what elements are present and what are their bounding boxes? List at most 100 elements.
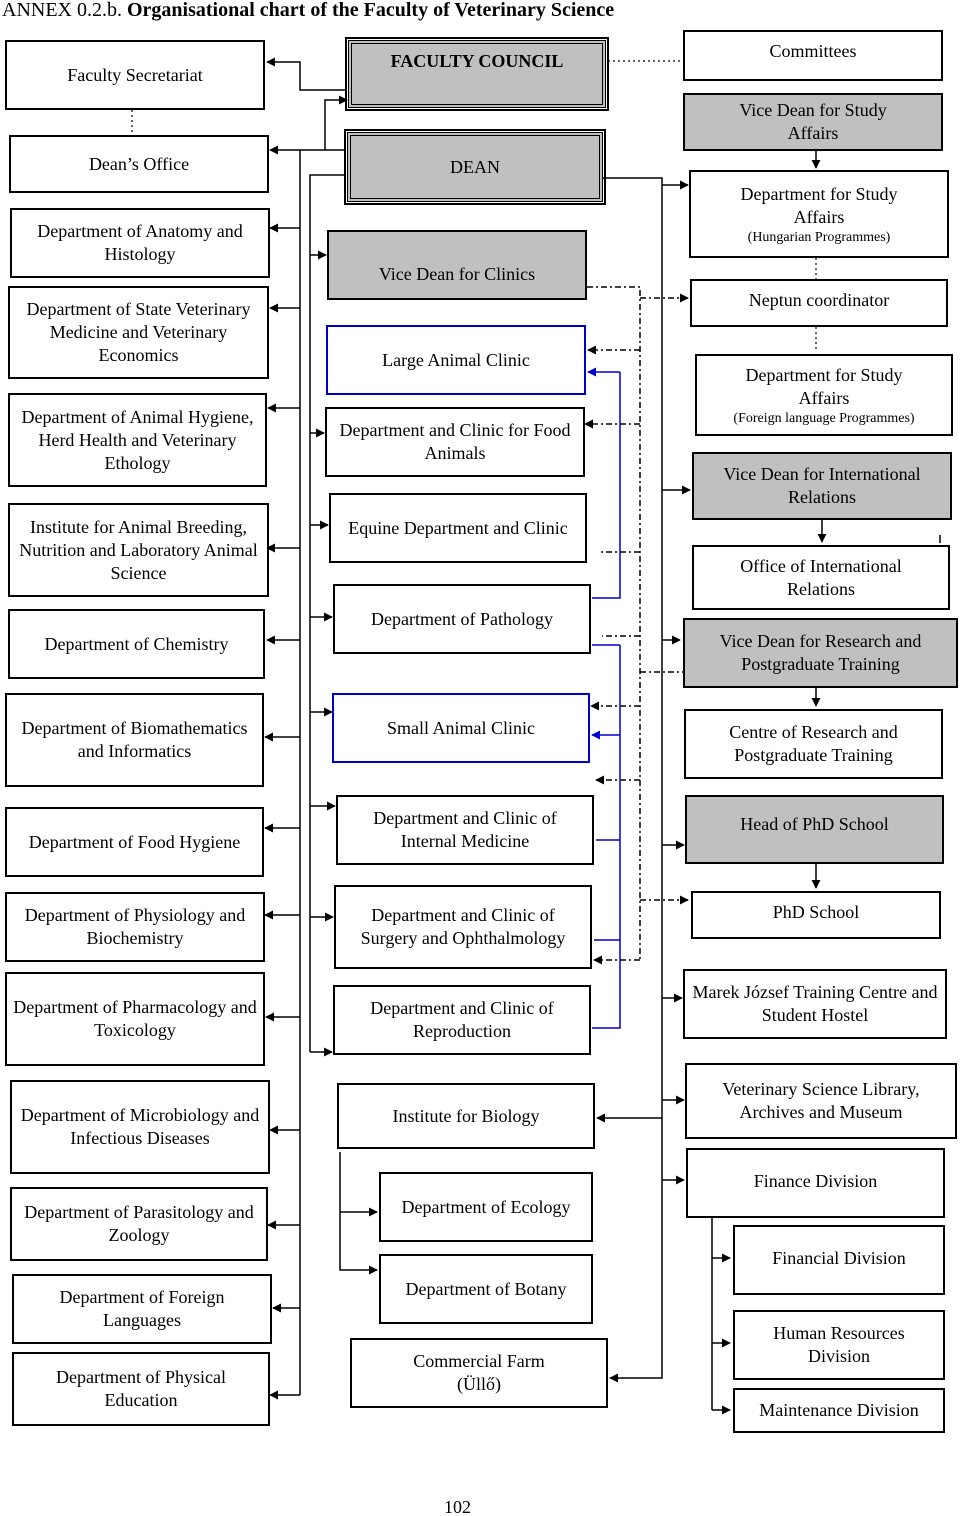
botany-label: Department of Botany [405, 1278, 567, 1299]
pharmacology-box: Department of Pharmacology and Toxicolog… [5, 972, 265, 1066]
left-trunk-lines [264, 57, 348, 1400]
microbiology-box: Department of Microbiology and Infectiou… [10, 1080, 270, 1174]
head-phd-label: Head of PhD School [740, 814, 889, 834]
faculty-council-label: FACULTY COUNCIL [390, 51, 564, 71]
commercial-farm-label: Commercial Farm (Üllő) [413, 1351, 545, 1394]
parasitology-box: Department of Parasitology and Zoology [10, 1187, 268, 1261]
title-prefix: ANNEX 0.2.b. [2, 0, 127, 21]
ecology-label: Department of Ecology [401, 1196, 571, 1217]
foreign-languages-box: Department of Foreign Languages [12, 1274, 272, 1344]
equine-box: Equine Department and Clinic [329, 493, 587, 563]
dept-study-foreign-box: Department for Study Affairs(Foreign lan… [695, 354, 953, 436]
library-label: Veterinary Science Library, Archives and… [722, 1079, 920, 1122]
reproduction-box: Department and Clinic of Reproduction [333, 985, 591, 1055]
maintenance-division-box: Maintenance Division [733, 1388, 945, 1433]
biomathematics-box: Department of Biomathematics and Informa… [5, 693, 264, 787]
equine-label: Equine Department and Clinic [348, 517, 568, 538]
reproduction-label: Department and Clinic of Reproduction [370, 998, 554, 1041]
vice-dean-research-box: Vice Dean for Research and Postgraduate … [683, 618, 958, 688]
physiology-box: Department of Physiology and Biochemistr… [5, 892, 265, 962]
finance-division-label: Finance Division [753, 1171, 878, 1191]
physiology-label: Department of Physiology and Biochemistr… [24, 905, 246, 948]
committees-box: Committees [683, 30, 943, 81]
foreign-languages-label: Department of Foreign Languages [59, 1287, 225, 1330]
pathology-box: Department of Pathology [333, 584, 591, 654]
page-title: ANNEX 0.2.b. Organisational chart of the… [2, 0, 614, 22]
internal-medicine-label: Department and Clinic of Internal Medici… [373, 808, 557, 851]
large-animal-clinic-label: Large Animal Clinic [382, 349, 530, 370]
vice-dean-clinics-box: Vice Dean for Clinics [327, 230, 587, 300]
faculty-secretariat-box: Faculty Secretariat [5, 40, 265, 110]
state-vet-label: Department of State Veterinary Medicine … [26, 299, 251, 365]
financial-division-label: Financial Division [772, 1248, 906, 1268]
parasitology-label: Department of Parasitology and Zoology [24, 1202, 254, 1245]
state-vet-box: Department of State Veterinary Medicine … [8, 286, 269, 379]
food-hygiene-box: Department of Food Hygiene [5, 807, 264, 877]
finance-children-lines [711, 1215, 731, 1415]
animal-hygiene-label: Department of Animal Hygiene, Herd Healt… [21, 406, 254, 473]
dept-study-hungarian-label: Department for Study Affairs [740, 183, 898, 227]
deans-office-box: Dean’s Office [9, 135, 269, 193]
dept-study-hungarian-sub: (Hungarian Programmes) [747, 229, 891, 245]
neptun-coordinator-box: Neptun coordinator [690, 279, 948, 327]
botany-box: Department of Botany [379, 1254, 593, 1324]
small-animal-clinic-label: Small Animal Clinic [387, 717, 535, 738]
finance-division-box: Finance Division [686, 1148, 945, 1218]
animal-breeding-box: Institute for Animal Breeding, Nutrition… [8, 503, 269, 597]
hr-division-label: Human Resources Division [773, 1323, 905, 1366]
animal-breeding-label: Institute for Animal Breeding, Nutrition… [19, 516, 258, 583]
title-main: Organisational chart of the Faculty of V… [127, 0, 615, 21]
chemistry-label: Department of Chemistry [44, 633, 229, 654]
financial-division-box: Financial Division [733, 1225, 945, 1295]
center-trunk-lines [309, 174, 378, 1275]
centre-research-box: Centre of Research and Postgraduate Trai… [684, 709, 943, 779]
vice-dean-study-label: Vice Dean for Study Affairs [739, 100, 887, 143]
right-column-arrows [811, 150, 941, 889]
large-animal-clinic-box: Large Animal Clinic [326, 325, 586, 395]
dashed-relation-lines [584, 286, 689, 965]
ecology-box: Department of Ecology [379, 1172, 593, 1242]
committees-label: Committees [769, 41, 857, 61]
physical-education-label: Department of Physical Education [56, 1367, 226, 1410]
commercial-farm-box: Commercial Farm (Üllő) [350, 1338, 608, 1408]
neptun-coordinator-label: Neptun coordinator [748, 290, 890, 310]
pharmacology-label: Department of Pharmacology and Toxicolog… [13, 997, 257, 1040]
vice-dean-clinics-label: Vice Dean for Clinics [378, 264, 536, 284]
surgery-box: Department and Clinic of Surgery and Oph… [334, 885, 592, 969]
faculty-council-box: FACULTY COUNCIL [345, 37, 609, 111]
library-box: Veterinary Science Library, Archives and… [685, 1063, 957, 1139]
marek-label: Marek József Training Centre and Student… [692, 982, 938, 1025]
animal-hygiene-box: Department of Animal Hygiene, Herd Healt… [8, 393, 267, 487]
maintenance-division-label: Maintenance Division [759, 1400, 919, 1420]
head-phd-box: Head of PhD School [685, 795, 944, 864]
faculty-secretariat-label: Faculty Secretariat [67, 64, 203, 85]
dean-box: DEAN [344, 129, 606, 205]
physical-education-box: Department of Physical Education [12, 1352, 270, 1426]
phd-school-box: PhD School [691, 891, 941, 939]
office-international-label: Office of International Relations [740, 555, 902, 599]
vice-dean-study-box: Vice Dean for Study Affairs [683, 93, 943, 151]
pathology-label: Department of Pathology [371, 608, 553, 629]
institute-biology-label: Institute for Biology [392, 1105, 540, 1126]
dean-label: DEAN [450, 156, 500, 177]
food-animals-label: Department and Clinic for Food Animals [339, 420, 571, 463]
anatomy-label: Department of Anatomy and Histology [37, 221, 243, 264]
food-animals-box: Department and Clinic for Food Animals [325, 407, 585, 477]
blue-clinic-lines [587, 367, 621, 1029]
chemistry-box: Department of Chemistry [8, 609, 265, 679]
page-number: 102 [444, 1497, 471, 1516]
surgery-label: Department and Clinic of Surgery and Oph… [360, 905, 566, 948]
right-trunk-lines [596, 177, 691, 1383]
food-hygiene-label: Department of Food Hygiene [28, 831, 241, 852]
anatomy-box: Department of Anatomy and Histology [10, 208, 270, 278]
institute-biology-box: Institute for Biology [337, 1083, 595, 1149]
dept-study-hungarian-box: Department for Study Affairs (Hungarian P… [689, 170, 949, 258]
hr-division-box: Human Resources Division [733, 1310, 945, 1380]
marek-box: Marek József Training Centre and Student… [683, 969, 947, 1039]
phd-school-label: PhD School [772, 902, 860, 922]
office-international-box: Office of International Relations [692, 545, 950, 610]
vice-dean-international-box: Vice Dean for International Relations [692, 452, 952, 520]
vice-dean-international-label: Vice Dean for International Relations [723, 464, 921, 507]
